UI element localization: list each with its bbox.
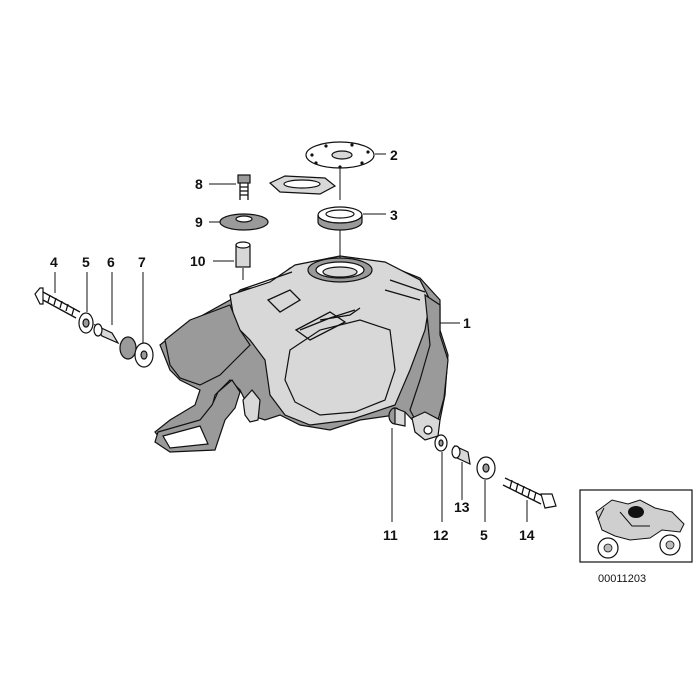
- bushing-10: [235, 241, 251, 268]
- tank-ring: [317, 206, 363, 231]
- callout-7: 7: [138, 254, 146, 270]
- callout-14: 14: [519, 527, 535, 543]
- bushing-6: [93, 323, 120, 345]
- washer-9: [219, 213, 269, 231]
- bushing-13: [451, 444, 471, 466]
- callout-2: 2: [390, 147, 398, 163]
- callout-6: 6: [107, 254, 115, 270]
- callout-8: 8: [195, 176, 203, 192]
- grommet-7: [119, 336, 154, 368]
- locator-inset: [579, 489, 693, 563]
- screw-8: [237, 174, 251, 200]
- nut-11: [388, 407, 406, 427]
- callout-11: 11: [383, 527, 398, 543]
- callout-1: 1: [463, 315, 471, 331]
- callout-5-left: 5: [82, 254, 90, 270]
- washer-5a: [78, 312, 94, 334]
- leader-10: [213, 260, 244, 280]
- callout-4: 4: [50, 254, 58, 270]
- washer-12: [434, 434, 448, 452]
- washer-5b: [476, 456, 496, 480]
- motorcycle-silhouette-icon: [595, 499, 685, 559]
- inset-code: 00011203: [598, 573, 646, 585]
- callout-5-right: 5: [480, 527, 488, 543]
- callout-9: 9: [195, 214, 203, 230]
- filler-cap-plate: [305, 141, 375, 169]
- cap-gasket: [268, 175, 337, 195]
- bolt-14: [502, 477, 557, 509]
- leaders-right: [391, 428, 528, 522]
- leaders-left: [54, 272, 144, 343]
- callout-10: 10: [190, 253, 206, 269]
- callout-12: 12: [433, 527, 449, 543]
- callout-3: 3: [390, 207, 398, 223]
- bolt-4: [34, 287, 81, 319]
- callout-13: 13: [454, 499, 470, 515]
- fuel-tank: [154, 255, 449, 453]
